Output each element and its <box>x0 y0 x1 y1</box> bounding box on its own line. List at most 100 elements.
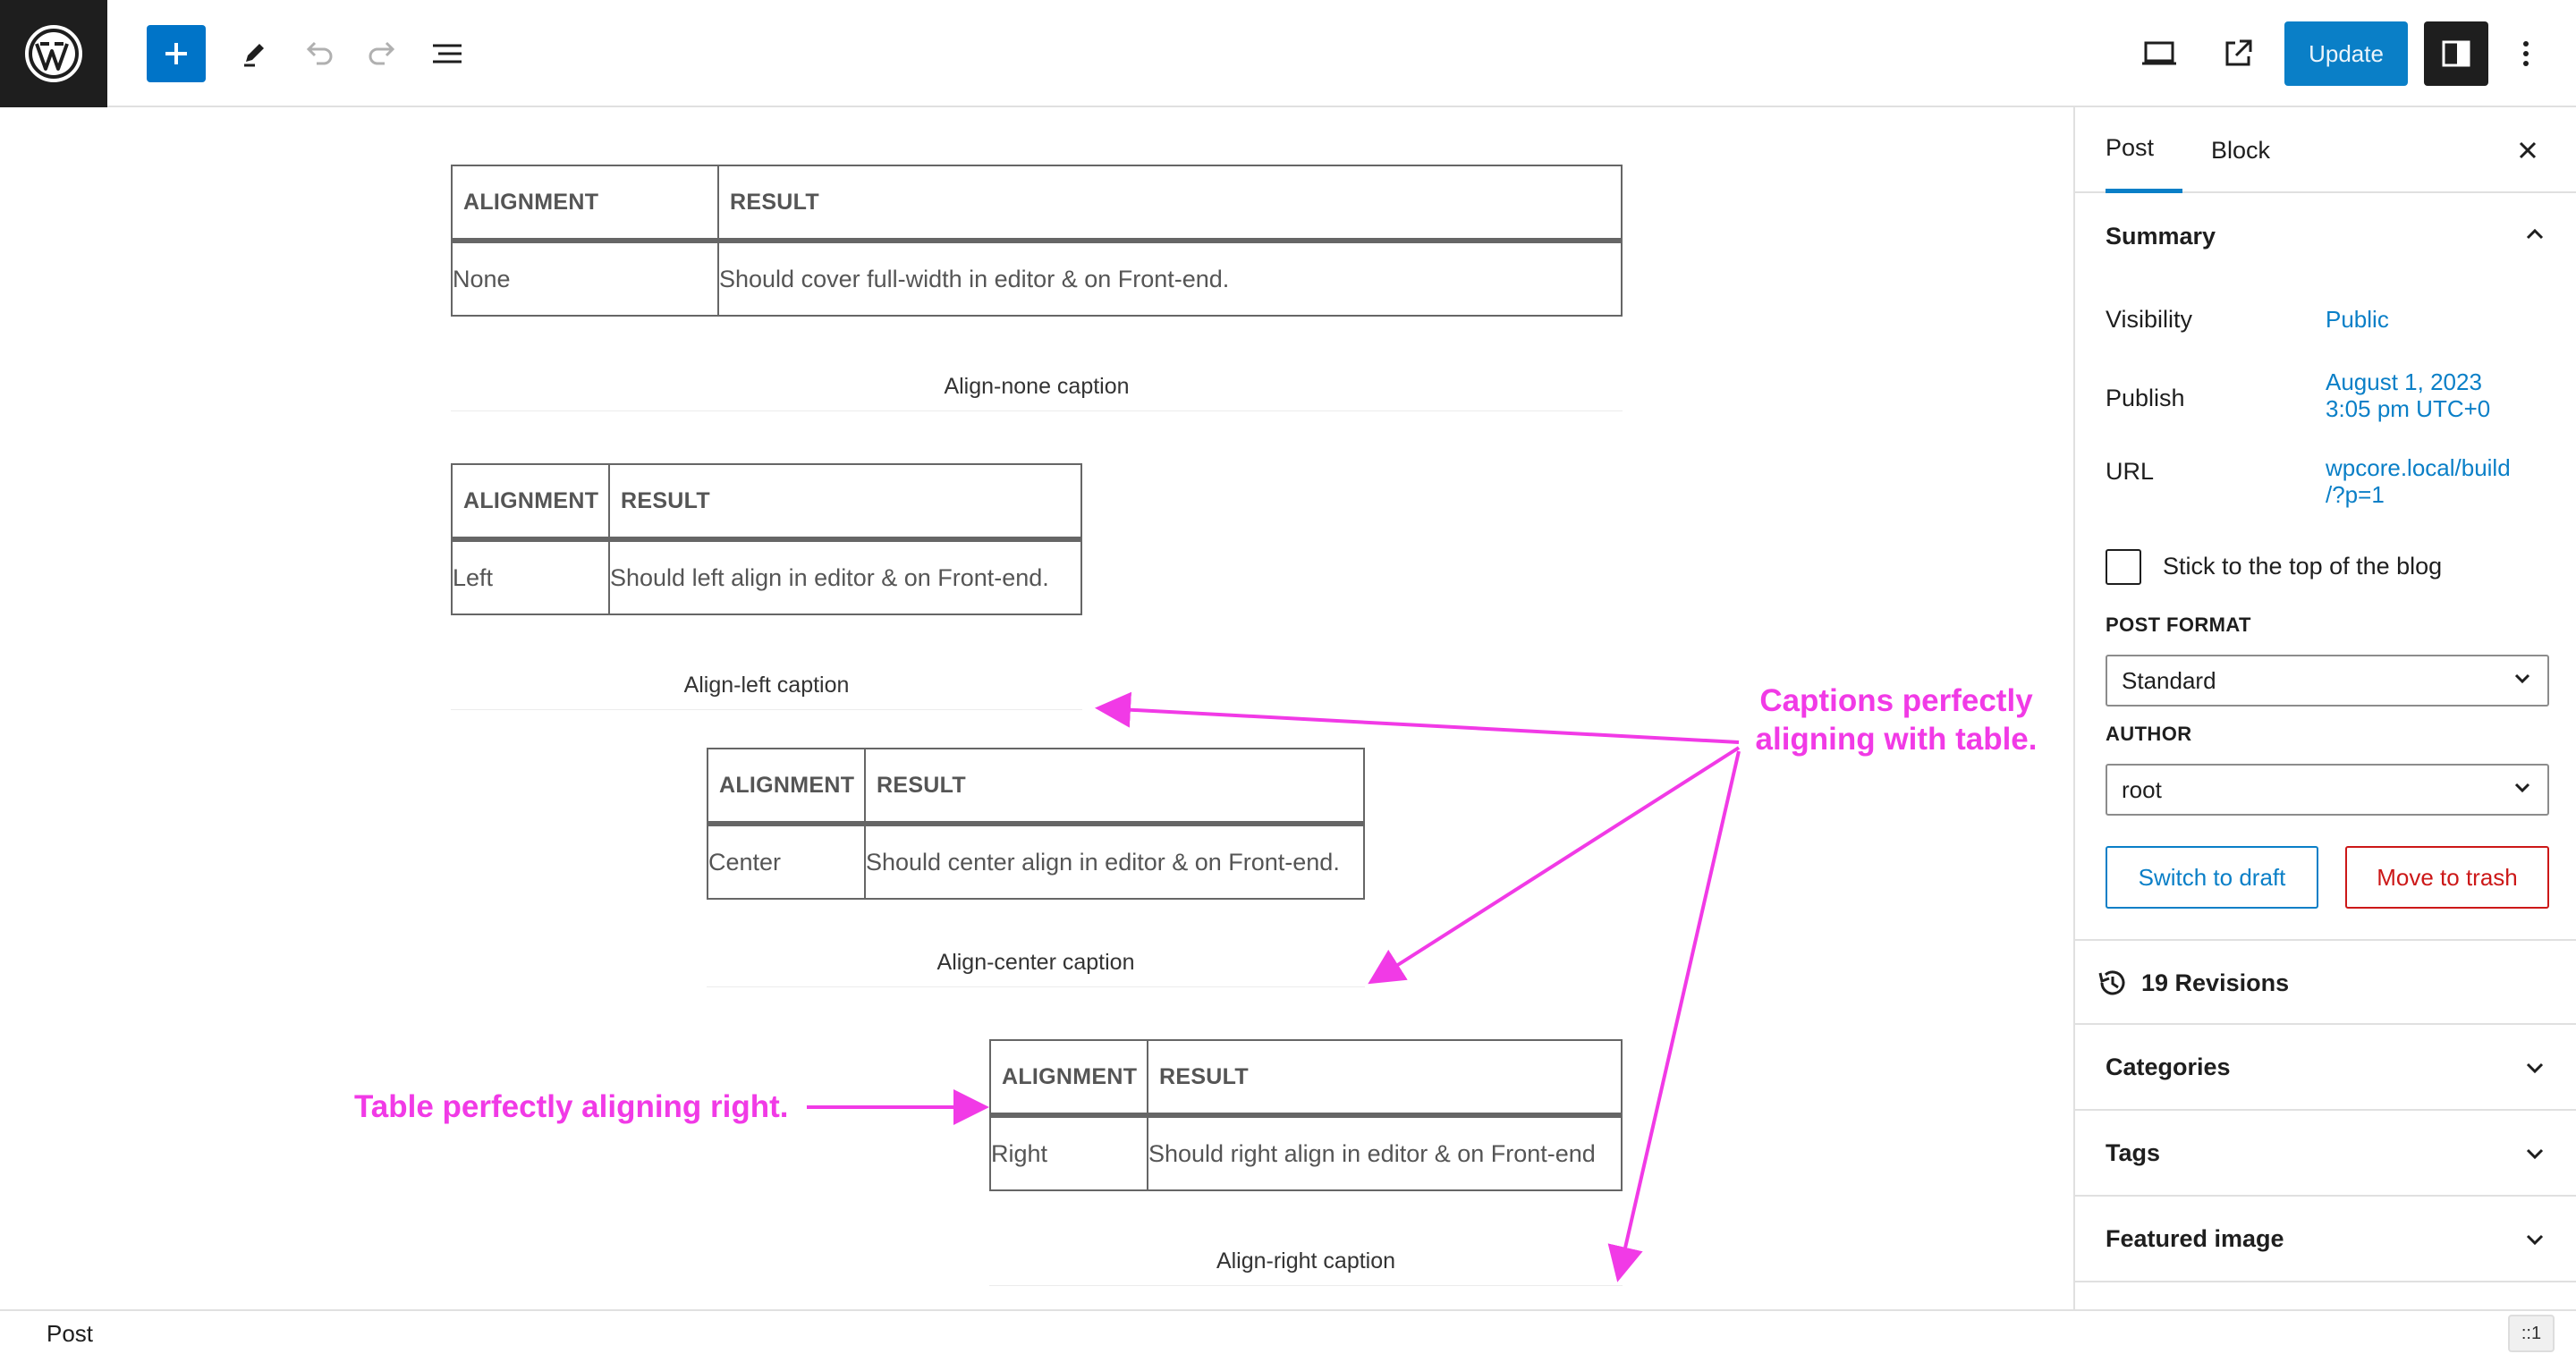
author-value: root <box>2122 775 2162 803</box>
chevron-down-icon <box>2514 673 2530 684</box>
post-format-label: POST FORMAT <box>2106 614 2251 636</box>
arrow-to-right-caption <box>1607 750 1741 1282</box>
plus-icon <box>165 43 187 64</box>
divider <box>2075 1109 2576 1111</box>
kebab-menu-icon <box>2523 41 2529 66</box>
move-to-trash-button[interactable]: Move to trash <box>2345 846 2549 909</box>
preview-button[interactable] <box>2127 21 2191 86</box>
author-label: AUTHOR <box>2106 723 2192 745</box>
tools-button[interactable] <box>222 21 286 86</box>
table-header-cell[interactable]: ALIGNMENT <box>707 748 866 826</box>
annotation-captions: Captions perfectly aligning with table. <box>1744 681 2048 758</box>
url-line1: wpcore.local/build <box>2326 454 2511 481</box>
post-format-select[interactable]: Standard <box>2106 655 2549 707</box>
add-block-button[interactable] <box>147 25 206 82</box>
resize-handle[interactable]: ::1 <box>2508 1315 2555 1352</box>
categories-title: Categories <box>2106 1053 2231 1080</box>
editor-header: Update <box>0 0 2576 107</box>
close-sidebar-button[interactable] <box>2512 134 2544 166</box>
table-cell[interactable]: Should right align in editor & on Front-… <box>1147 1114 1623 1191</box>
revisions-button[interactable]: 19 Revisions <box>2075 941 2576 1025</box>
switch-to-draft-button[interactable]: Switch to draft <box>2106 846 2318 909</box>
pencil-icon <box>244 44 264 67</box>
table-cell[interactable]: Left <box>451 538 610 615</box>
settings-toggle-button[interactable] <box>2424 21 2488 86</box>
table-caption[interactable]: Align-center caption <box>707 950 1365 987</box>
block-breadcrumb-bar: Post ::1 <box>0 1309 2576 1354</box>
sticky-label: Stick to the top of the blog <box>2163 553 2443 580</box>
annotation-captions-line2: aligning with table. <box>1755 722 2038 757</box>
settings-sidebar: Post Block Summary Visibility Public Pub… <box>2073 107 2576 1309</box>
view-post-button[interactable] <box>2206 21 2270 86</box>
chevron-up-icon <box>2526 228 2544 240</box>
visibility-toggle[interactable]: Public <box>2326 306 2389 333</box>
external-link-icon <box>2225 39 2252 66</box>
featured-image-panel-toggle[interactable]: Featured image <box>2075 1197 2576 1281</box>
categories-panel-toggle[interactable]: Categories <box>2075 1025 2576 1109</box>
tab-block[interactable]: Block <box>2211 136 2271 164</box>
publish-label: Publish <box>2106 385 2185 411</box>
chevron-down-icon <box>2514 783 2530 793</box>
table-block-center[interactable]: ALIGNMENT RESULT Center Should center al… <box>707 748 1365 900</box>
url-label: URL <box>2106 458 2155 485</box>
table-header-cell[interactable]: RESULT <box>864 748 1365 826</box>
history-icon <box>2098 970 2125 995</box>
table-block-left[interactable]: ALIGNMENT RESULT Left Should left align … <box>451 463 1082 615</box>
tab-post[interactable]: Post <box>2106 107 2183 193</box>
table-cell[interactable]: None <box>451 240 719 317</box>
divider <box>2075 939 2576 941</box>
wordpress-logo-icon[interactable] <box>0 0 107 107</box>
divider <box>2075 1195 2576 1197</box>
chevron-down-icon <box>2526 1148 2544 1160</box>
sticky-checkbox[interactable] <box>2106 549 2141 585</box>
update-button[interactable]: Update <box>2284 21 2408 86</box>
table-caption[interactable]: Align-left caption <box>451 673 1082 710</box>
table-header-cell[interactable]: RESULT <box>717 165 1623 243</box>
table-block-none[interactable]: ALIGNMENT RESULT None Should cover full-… <box>451 165 1623 317</box>
close-icon <box>2519 141 2537 159</box>
url-line2: /?p=1 <box>2326 481 2385 508</box>
redo-button[interactable] <box>351 21 415 86</box>
desktop-preview-icon <box>2142 41 2176 65</box>
annotation-arrows <box>807 691 1741 1282</box>
table-caption[interactable]: Align-right caption <box>989 1248 1623 1286</box>
url-toggle[interactable]: wpcore.local/build /?p=1 <box>2326 454 2511 508</box>
table-cell[interactable]: Right <box>989 1114 1148 1191</box>
revisions-label: 19 Revisions <box>2141 969 2290 996</box>
table-header-cell[interactable]: ALIGNMENT <box>451 463 610 542</box>
options-button[interactable] <box>2494 21 2558 86</box>
editor-canvas[interactable]: ALIGNMENT RESULT None Should cover full-… <box>0 107 2073 1309</box>
divider <box>2075 1281 2576 1282</box>
chevron-down-icon <box>2526 1062 2544 1074</box>
divider <box>2075 1023 2576 1025</box>
table-caption[interactable]: Align-none caption <box>451 374 1623 411</box>
table-header-cell[interactable]: ALIGNMENT <box>989 1039 1148 1118</box>
publish-time: 3:05 pm UTC+0 <box>2326 395 2491 422</box>
redo-icon <box>369 41 395 65</box>
undo-icon <box>306 41 333 65</box>
table-cell[interactable]: Should left align in editor & on Front-e… <box>608 538 1082 615</box>
table-header-cell[interactable]: RESULT <box>608 463 1082 542</box>
list-view-button[interactable] <box>415 21 479 86</box>
table-cell[interactable]: Should center align in editor & on Front… <box>864 823 1365 900</box>
table-header-cell[interactable]: ALIGNMENT <box>451 165 719 243</box>
featured-image-title: Featured image <box>2106 1224 2284 1252</box>
post-format-value: Standard <box>2122 666 2216 694</box>
author-select[interactable]: root <box>2106 764 2549 816</box>
table-header-cell[interactable]: RESULT <box>1147 1039 1623 1118</box>
table-cell[interactable]: Should cover full-width in editor & on F… <box>717 240 1623 317</box>
tags-panel-toggle[interactable]: Tags <box>2075 1111 2576 1195</box>
annotation-captions-line1: Captions perfectly <box>1759 683 2033 718</box>
arrow-to-center-caption <box>1368 746 1741 985</box>
publish-date-toggle[interactable]: August 1, 2023 3:05 pm UTC+0 <box>2326 368 2490 422</box>
visibility-label: Visibility <box>2106 306 2193 333</box>
sidebar-toggle-icon <box>2442 40 2470 67</box>
summary-title: Summary <box>2106 222 2216 250</box>
summary-panel-toggle[interactable]: Summary <box>2075 193 2576 279</box>
table-cell[interactable]: Center <box>707 823 866 900</box>
annotation-table-right: Table perfectly aligning right. <box>354 1089 789 1124</box>
breadcrumb-post[interactable]: Post <box>47 1320 94 1347</box>
table-block-right[interactable]: ALIGNMENT RESULT Right Should right alig… <box>989 1039 1623 1191</box>
undo-button[interactable] <box>286 21 351 86</box>
publish-date: August 1, 2023 <box>2326 368 2482 395</box>
